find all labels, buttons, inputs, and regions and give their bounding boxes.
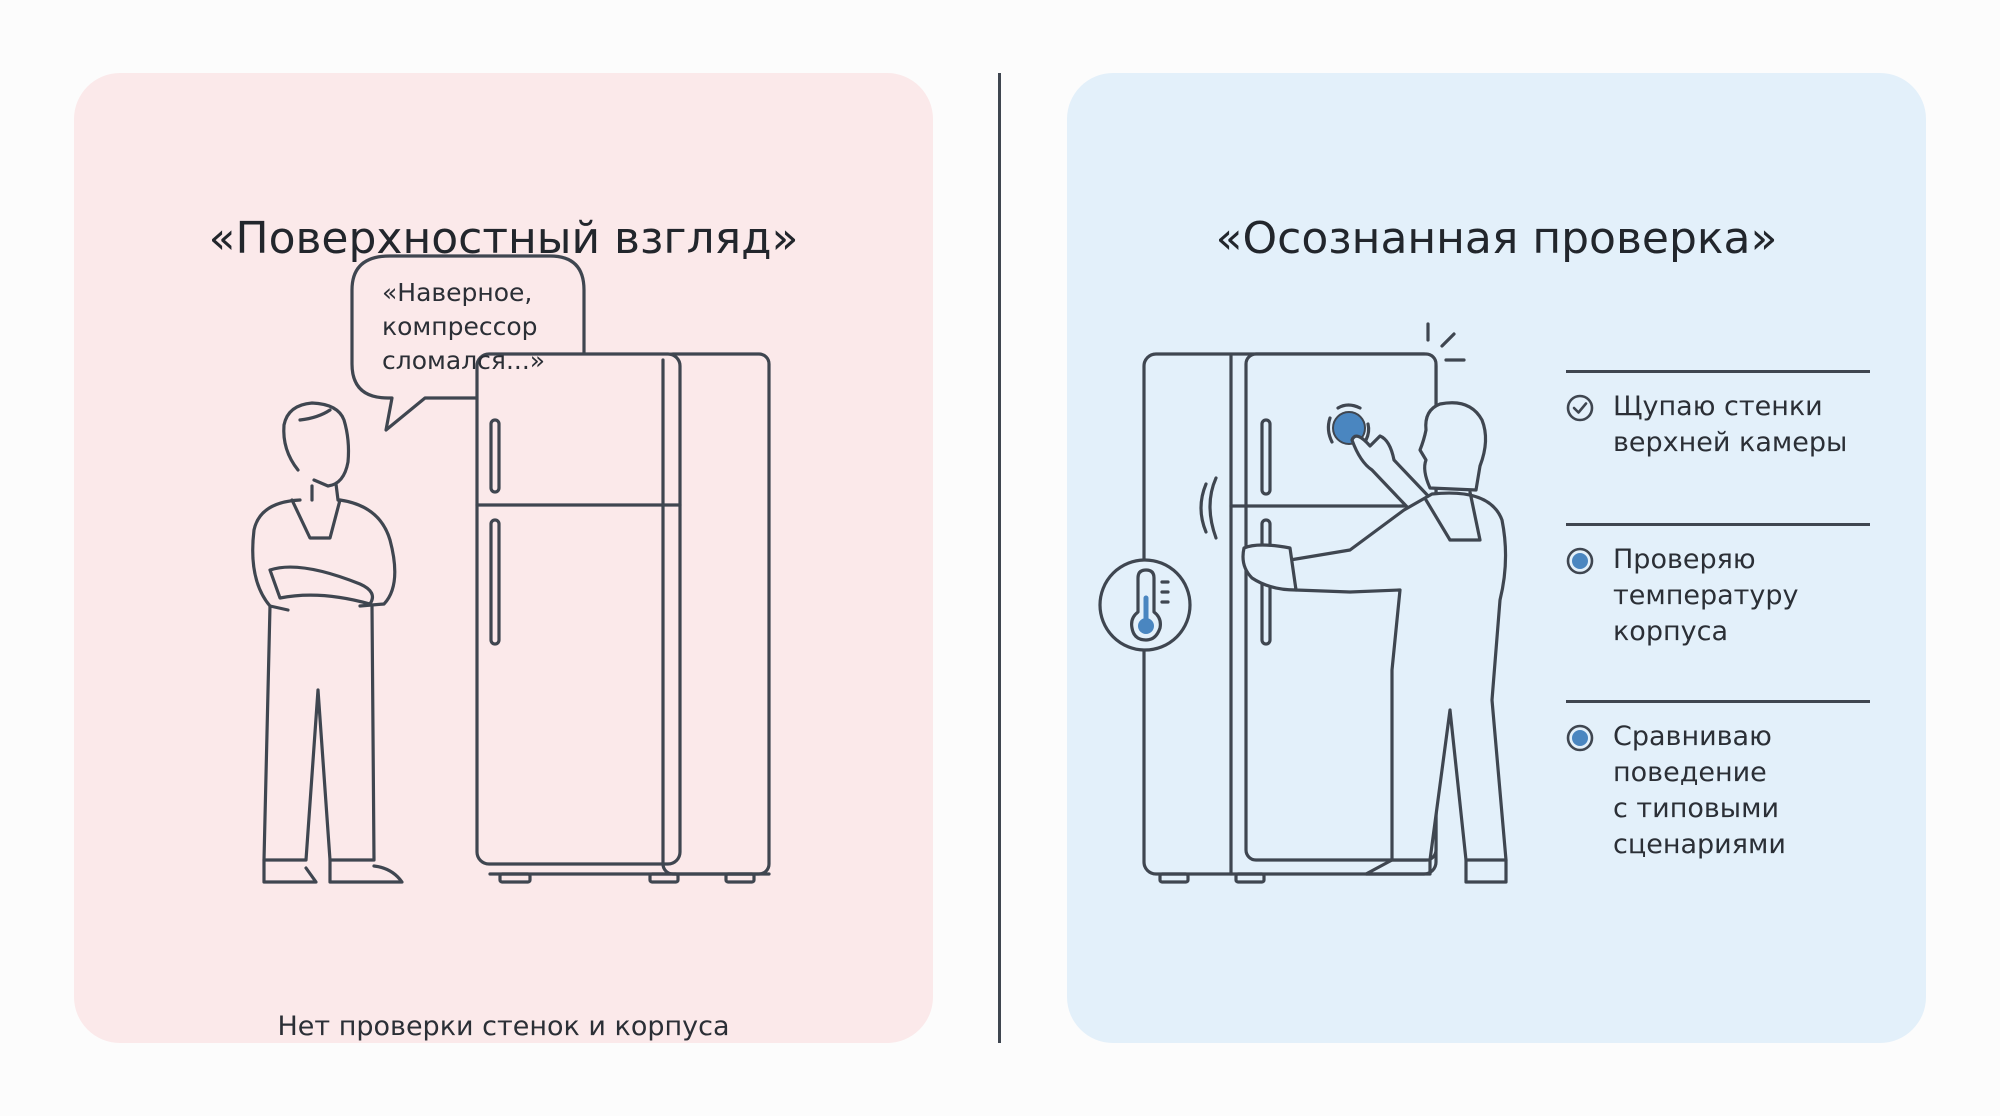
checklist-line: корпуса	[1613, 616, 1728, 647]
technician-checking-illustration	[1241, 401, 1508, 884]
checklist-item: Проверяю температуру корпуса	[1566, 523, 1870, 650]
divider-line	[1566, 700, 1870, 703]
checklist-line: сценариями	[1613, 829, 1786, 860]
checklist-line: Щупаю стенки	[1613, 391, 1823, 422]
blue-dot-icon	[1566, 547, 1594, 575]
speech-line: «Наверное,	[382, 278, 533, 307]
right-title: «Осознанная проверка»	[1215, 213, 1778, 264]
technician-arms-crossed-illustration	[251, 401, 404, 884]
check-circle-icon	[1566, 394, 1594, 422]
speech-bubble-text: «Наверное, компрессор сломался...»	[382, 276, 545, 378]
checklist-line: Проверяю	[1613, 544, 1756, 575]
checklist-line: с типовыми	[1613, 793, 1780, 824]
blue-dot-icon	[1566, 724, 1594, 752]
thermometer-icon	[1098, 558, 1192, 652]
divider	[998, 73, 1001, 1043]
checklist-item: Щупаю стенки верхней камеры	[1566, 370, 1870, 461]
divider-line	[1566, 523, 1870, 526]
speech-line: сломался...»	[382, 346, 546, 375]
divider-line	[1566, 370, 1870, 373]
checklist-line: верхней камеры	[1613, 427, 1848, 458]
checklist-line: Сравниваю	[1613, 721, 1772, 752]
checklist-item: Сравниваю поведение с типовыми сценариям…	[1566, 700, 1870, 863]
checklist-line: температуру	[1613, 580, 1799, 611]
fridge-left-illustration	[475, 352, 771, 884]
left-caption: Нет проверки стенок и корпуса	[277, 1011, 730, 1042]
checklist-line: поведение	[1613, 757, 1767, 788]
speech-line: компрессор	[382, 312, 538, 341]
